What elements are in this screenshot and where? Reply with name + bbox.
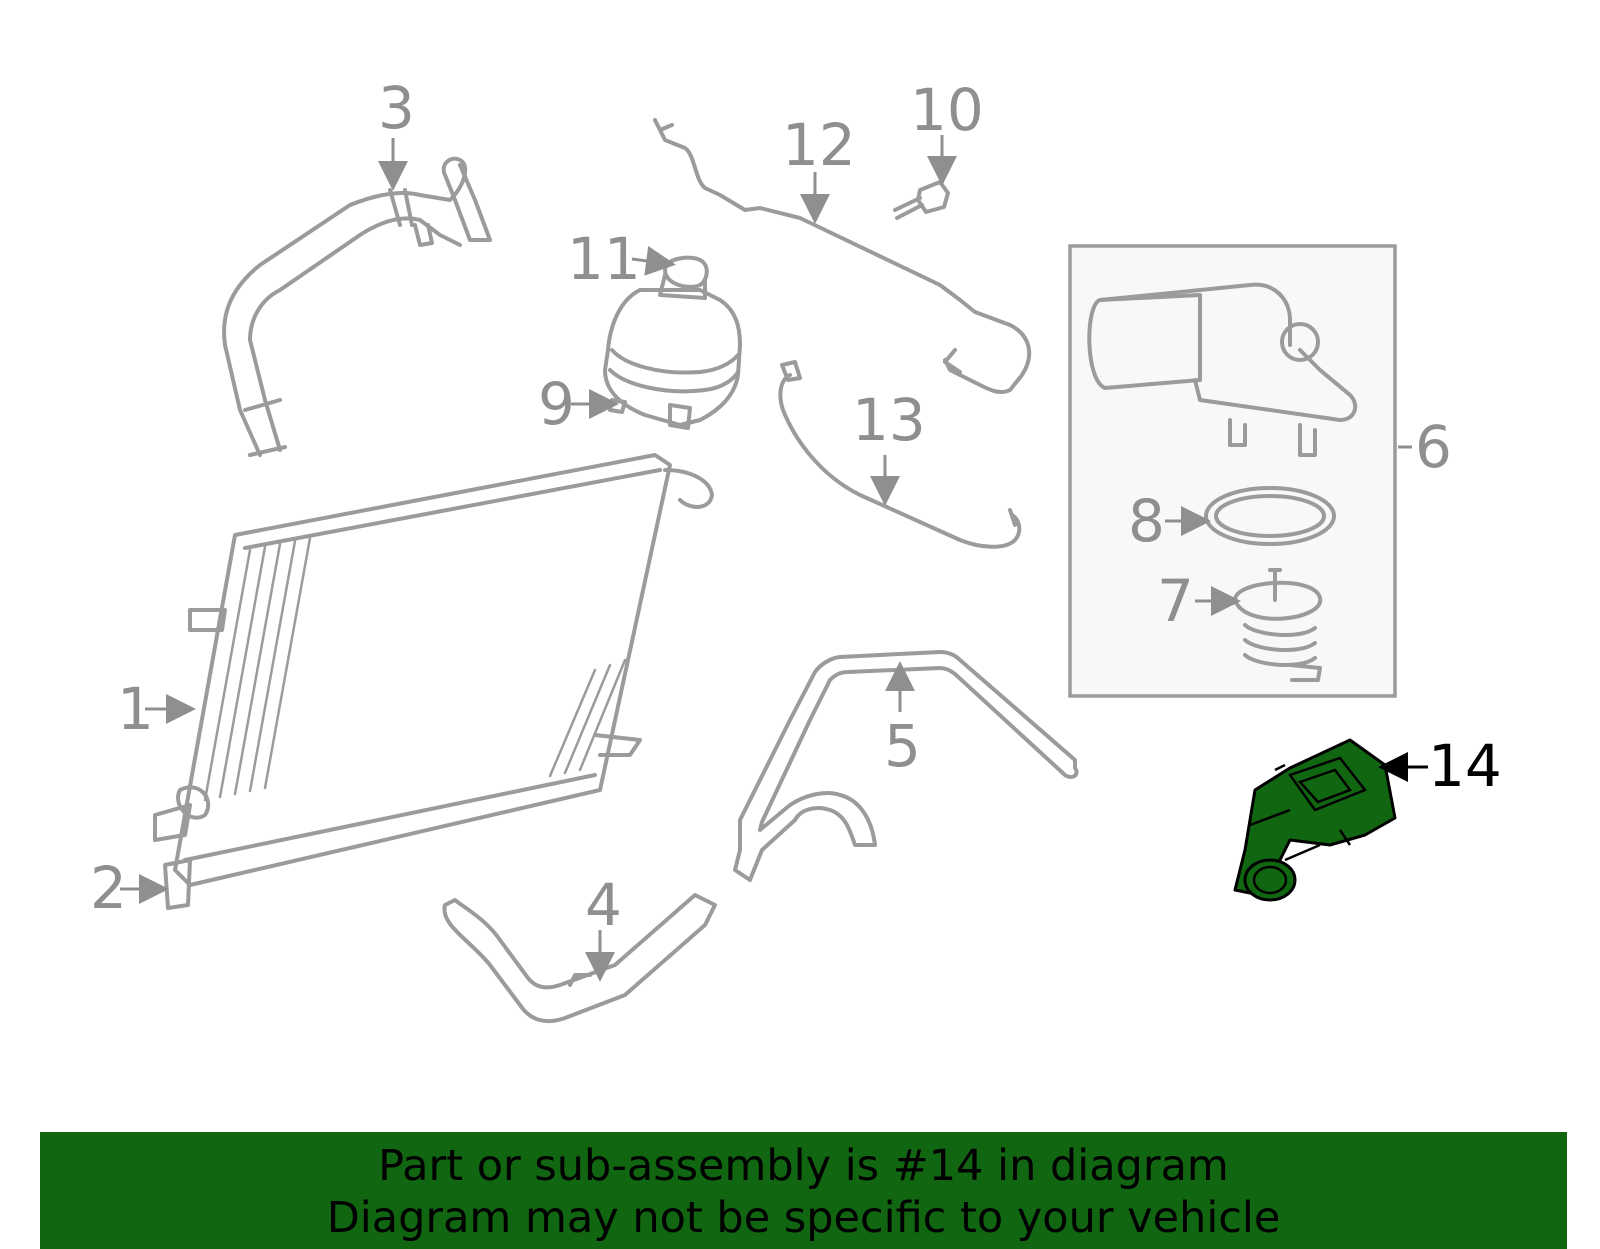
callout-9: 9: [538, 370, 575, 438]
callout-2: 2: [90, 854, 127, 922]
callout-12: 12: [782, 111, 856, 179]
callout-14: 14: [1428, 732, 1502, 800]
upper-hose-part: [222, 156, 492, 457]
leader-lines: [120, 135, 1428, 982]
long-hose-part: [733, 650, 1079, 882]
callout-4: 4: [585, 871, 622, 939]
callout-3: 3: [378, 74, 415, 142]
callout-13: 13: [852, 386, 926, 454]
highlighted-part-14: [1233, 738, 1397, 902]
callout-1: 1: [117, 675, 154, 743]
coolant-reservoir-part: [603, 255, 742, 430]
parts-diagram: 1 2 3 4 5 6 7 8 9 10 11 12 13 14: [90, 74, 1502, 1024]
callout-8: 8: [1128, 487, 1165, 555]
small-hose-part: [778, 360, 1022, 549]
callout-11: 11: [567, 225, 641, 293]
bolt-part: [893, 180, 950, 220]
info-banner: Part or sub-assembly is #14 in diagram D…: [40, 1132, 1567, 1249]
callout-6: 6: [1415, 413, 1452, 481]
bypass-tube-part: [653, 118, 1032, 395]
callout-10: 10: [910, 76, 984, 144]
banner-line-2: Diagram may not be specific to your vehi…: [326, 1193, 1281, 1243]
callout-7: 7: [1157, 567, 1194, 635]
banner-line-1: Part or sub-assembly is #14 in diagram: [378, 1141, 1229, 1191]
callout-5: 5: [884, 712, 921, 780]
lower-hose-part: [442, 893, 717, 1024]
radiator-part: [153, 453, 714, 887]
thermostat-assembly-box: [1068, 244, 1397, 698]
